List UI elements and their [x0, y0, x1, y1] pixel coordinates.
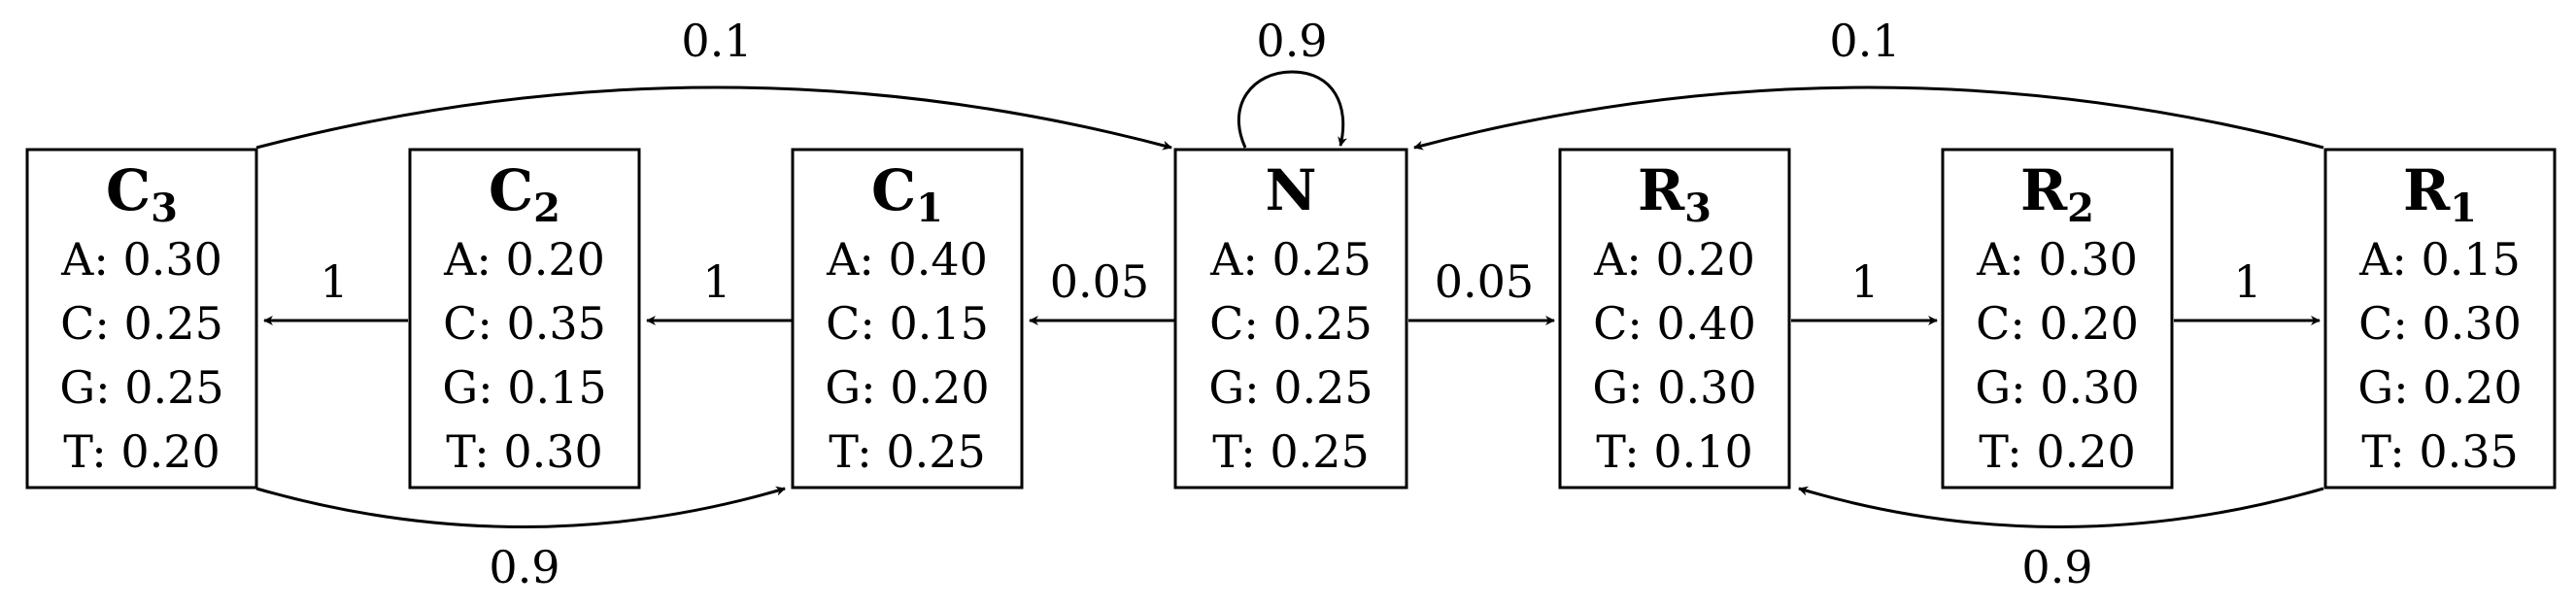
edge-label-R2-R1: 1 [2233, 255, 2261, 308]
edge-label-R1-N: 0.1 [1829, 15, 1900, 67]
edge-label-N-N: 0.9 [1256, 15, 1327, 67]
emission-N-A: A: 0.25 [1209, 233, 1372, 286]
state-R3: R3 A: 0.20 C: 0.40 G: 0.30 T: 0.10 [1558, 148, 1791, 490]
state-box-C3 [25, 148, 258, 490]
emission-N-C: C: 0.25 [1209, 297, 1373, 350]
emission-R3-C: C: 0.40 [1593, 297, 1756, 350]
edge-R1-R3 [1798, 486, 2324, 528]
state-C3: C3 A: 0.30 C: 0.25 G: 0.25 T: 0.20 [25, 148, 258, 490]
edge-label-C3-C1: 0.9 [489, 541, 559, 593]
emission-C3-T: T: 0.20 [63, 425, 220, 478]
emission-N-G: G: 0.25 [1208, 361, 1373, 414]
emission-C1-A: A: 0.40 [826, 233, 988, 286]
edge-C3-N [255, 85, 1172, 151]
emission-C2-T: T: 0.30 [446, 425, 603, 478]
emission-R3-T: T: 0.10 [1596, 425, 1753, 478]
state-box-R1 [2323, 148, 2557, 490]
state-title-N: N [1265, 157, 1316, 223]
state-title-R2: R2 [2020, 157, 2094, 231]
emission-C3-C: C: 0.25 [60, 297, 223, 350]
emission-R3-A: A: 0.20 [1593, 233, 1755, 286]
edge-R1-N [1413, 85, 2324, 151]
edge-N-N [1237, 70, 1347, 149]
state-N: N A: 0.25 C: 0.25 G: 0.25 T: 0.25 [1173, 148, 1408, 490]
emission-R1-G: G: 0.20 [2357, 361, 2522, 414]
emission-R1-T: T: 0.35 [2361, 425, 2519, 478]
state-box-C1 [791, 148, 1024, 490]
emission-R2-C: C: 0.20 [1976, 297, 2139, 350]
emission-C1-G: G: 0.20 [825, 361, 989, 414]
emission-C1-C: C: 0.15 [826, 297, 989, 350]
state-title-C3: C3 [106, 157, 178, 231]
edge-label-C1-C2: 1 [702, 255, 730, 308]
emission-C3-A: A: 0.30 [60, 233, 222, 286]
emission-C2-C: C: 0.35 [443, 297, 606, 350]
emission-C3-G: G: 0.25 [59, 361, 223, 414]
state-box-R3 [1558, 148, 1791, 490]
state-box-R2 [1941, 148, 2174, 490]
emission-C2-G: G: 0.15 [442, 361, 606, 414]
edge-label-N-R3: 0.05 [1435, 255, 1534, 308]
state-box-C2 [408, 148, 641, 490]
emission-R1-A: A: 0.15 [2358, 233, 2521, 286]
emission-N-T: T: 0.25 [1212, 425, 1370, 478]
emission-R2-T: T: 0.20 [1979, 425, 2136, 478]
edge-label-C3-N: 0.1 [681, 15, 752, 67]
emission-C2-A: A: 0.20 [443, 233, 605, 286]
edge-label-R1-R3: 0.9 [2021, 541, 2092, 593]
state-title-C1: C1 [871, 157, 943, 231]
emission-R2-G: G: 0.30 [1975, 361, 2139, 414]
edge-label-R3-R2: 1 [1850, 255, 1879, 308]
emission-R2-A: A: 0.30 [1976, 233, 2138, 286]
state-R2: R2 A: 0.30 C: 0.20 G: 0.30 T: 0.20 [1941, 148, 2174, 490]
transitions: 0.9 0.1 0.1 1 1 0.05 0.05 1 1 0.9 0.9 [255, 15, 2324, 593]
edge-label-C2-C3: 1 [320, 255, 348, 308]
state-C1: C1 A: 0.40 C: 0.15 G: 0.20 T: 0.25 [791, 148, 1024, 490]
edge-label-N-C1: 0.05 [1050, 255, 1149, 308]
state-title-C2: C2 [489, 157, 560, 231]
state-box-N [1173, 148, 1408, 490]
state-R1: R1 A: 0.15 C: 0.30 G: 0.20 T: 0.35 [2323, 148, 2557, 490]
state-title-R3: R3 [1638, 157, 1712, 231]
states: C3 A: 0.30 C: 0.25 G: 0.25 T: 0.20 C2 A:… [25, 148, 2557, 490]
emission-R3-G: G: 0.30 [1592, 361, 1756, 414]
state-C2: C2 A: 0.20 C: 0.35 G: 0.15 T: 0.30 [408, 148, 641, 490]
emission-C1-T: T: 0.25 [829, 425, 986, 478]
state-title-R1: R1 [2403, 157, 2477, 231]
emission-R1-C: C: 0.30 [2358, 297, 2522, 350]
edge-C3-C1 [255, 486, 786, 528]
